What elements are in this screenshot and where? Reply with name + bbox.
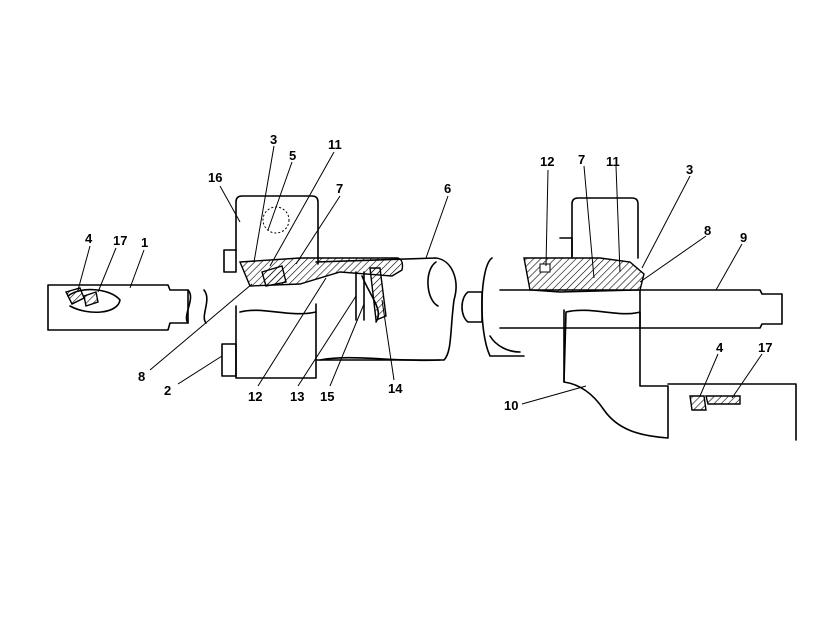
shaft-6-bottom	[319, 356, 441, 362]
callout-17-right: 17	[758, 340, 772, 355]
callout-labels-left: 4 17 1 16 3 5 11 7 6 8 2 12 13 15 14	[85, 132, 451, 404]
shaft-part-6	[315, 257, 457, 361]
callout-8-right: 8	[704, 223, 711, 238]
callout-16: 16	[208, 170, 222, 185]
right-assembly	[461, 197, 797, 441]
bushing-hatched-right	[523, 257, 645, 293]
shaft-break-mid	[461, 291, 483, 323]
housing-nub-upper	[223, 249, 237, 273]
shaft-part-9	[499, 289, 783, 329]
callout-12-left: 12	[248, 389, 262, 404]
left-assembly	[47, 195, 457, 379]
housing-lower-inner	[239, 309, 317, 315]
key-part-12-right	[539, 263, 551, 273]
seal-part-4-right	[689, 395, 707, 411]
callout-13: 13	[290, 389, 304, 404]
housing-lower	[235, 303, 317, 379]
shaft-6-end-curve	[427, 261, 439, 307]
callout-7-right: 7	[578, 152, 585, 167]
callout-3-left: 3	[270, 132, 277, 147]
seal-part-4-left	[64, 287, 85, 305]
housing-upper-right	[571, 197, 639, 259]
shaft-break-left	[185, 289, 192, 324]
callout-12-right: 12	[540, 154, 554, 169]
callout-3-right: 3	[686, 162, 693, 177]
callout-4-left: 4	[85, 231, 93, 246]
callout-9: 9	[740, 230, 747, 245]
callout-15: 15	[320, 389, 334, 404]
callout-5: 5	[289, 148, 296, 163]
callout-8-left: 8	[138, 369, 145, 384]
seal-part-17-right	[705, 395, 741, 405]
callout-1: 1	[141, 235, 148, 250]
shaft-break-piece	[203, 289, 208, 324]
callout-10: 10	[504, 398, 518, 413]
callout-7-left: 7	[336, 181, 343, 196]
ring-part-14	[369, 267, 387, 321]
shaft-1-groove	[67, 288, 121, 314]
callout-14: 14	[388, 381, 403, 396]
callout-labels-right: 12 7 11 3 8 9 4 17 10	[504, 152, 772, 413]
callout-6: 6	[444, 181, 451, 196]
leader-lines	[77, 145, 763, 405]
callout-4-right: 4	[716, 340, 724, 355]
housing-step-right	[559, 237, 573, 259]
callout-11-right: 11	[606, 154, 620, 169]
base-plate	[667, 383, 797, 441]
bolt-head-part-2	[221, 343, 237, 377]
shaft-left-stub	[481, 257, 525, 357]
shaft-left-stub-inner	[489, 335, 521, 353]
shaft-inner-curve	[361, 275, 380, 323]
housing-block-part-16	[235, 195, 319, 265]
bushing-small-hatch	[261, 265, 287, 287]
seal-part-17-left	[83, 291, 99, 307]
bolt-part-5	[262, 206, 290, 234]
callout-2: 2	[164, 383, 171, 398]
callout-17-left: 17	[113, 233, 127, 248]
callout-11-left: 11	[328, 137, 342, 152]
housing-part-10	[563, 309, 669, 439]
